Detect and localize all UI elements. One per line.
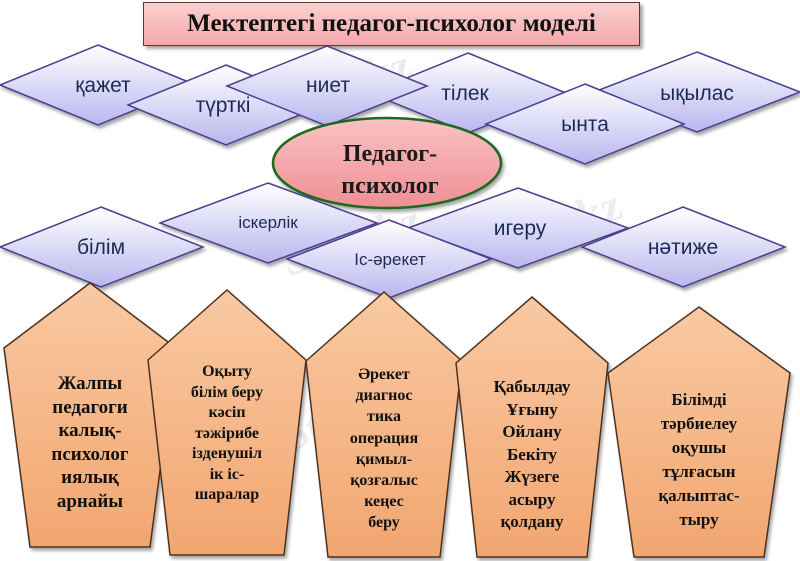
text-line: асыру [508, 489, 556, 509]
text-line: қалыптас- [658, 486, 740, 505]
text-line: кеңес [364, 493, 404, 511]
text-line: шаралар [194, 486, 260, 503]
text-line: Жүзеге [504, 467, 560, 486]
text-line: иялық [61, 467, 119, 488]
text-line: педагоги [52, 396, 128, 418]
text-line: операция [349, 429, 419, 447]
label-turtki: түрткі [195, 94, 251, 117]
text-line: тәжірибе [194, 424, 259, 442]
text-line: Жалпы [57, 373, 123, 394]
text-line: Білімді [671, 390, 727, 409]
text-line: беру [368, 514, 400, 532]
center-ellipse [271, 116, 503, 210]
text-line: қолдану [500, 512, 564, 531]
pentagon-1-text: Жалпы педагоги калық- психолог иялық арн… [10, 372, 170, 513]
text-line: тика [366, 408, 402, 426]
text-line: Бекіту [507, 444, 557, 464]
pentagon-1 [3, 282, 177, 548]
diagram-title: Мектептегі педагог-психолог моделі [143, 2, 640, 46]
label-tilek: тілек [441, 82, 489, 105]
label-is-areket: Іс-әрекет [354, 250, 426, 269]
label-natizhe: нәтиже [647, 236, 719, 259]
center-label: Педагог- психолог [300, 138, 480, 202]
text-line: Ойлану [502, 422, 562, 441]
label-iskerlik: іскерлік [238, 213, 298, 232]
text-line: психолог [51, 443, 129, 465]
text-line: қимыл- [355, 450, 413, 468]
pentagon-3 [305, 290, 463, 558]
text-line: Әрекет [358, 366, 410, 383]
diamond-bilim [0, 206, 206, 288]
text-line: калық- [58, 420, 122, 441]
text-line: Оқыту [202, 363, 252, 380]
label-bilim: білім [76, 236, 126, 259]
pentagon-5-text: Білімді тәрбиелеу оқушы тұлғасын қалыпта… [614, 388, 784, 532]
diamond-iskerlik [157, 182, 380, 264]
center-label-line: Педагог- [342, 141, 438, 167]
diamond-natizhe [579, 206, 788, 288]
pentagon-3-text: Әрекет диагнос тика операция қимыл- қозғ… [310, 364, 458, 534]
text-line: Қабылдау [493, 377, 571, 396]
text-line: диагнос [355, 387, 413, 405]
text-line: ізденушіл [192, 445, 262, 462]
label-ynta: ынта [561, 113, 609, 136]
diamond-ynta [483, 83, 687, 165]
pentagon-4 [455, 296, 609, 558]
text-line: тәрбиелеу [660, 414, 738, 433]
text-line: оқушы [671, 438, 727, 457]
text-line: ік іс- [209, 465, 245, 483]
label-niyet: ниет [306, 74, 350, 97]
label-yqylas: ықылас [660, 82, 734, 105]
pentagon-2 [147, 288, 307, 556]
label-kazhet: қажет [75, 74, 131, 97]
center-label-line: психолог [341, 173, 439, 199]
text-line: арнайы [56, 490, 124, 512]
pentagon-4-text: Қабылдау Ұғыну Ойлану Бекіту Жүзеге асыр… [458, 376, 606, 534]
text-line: Ұғыну [506, 399, 558, 419]
pentagon-5 [607, 306, 791, 558]
text-line: тыру [679, 510, 719, 529]
text-line: қозғалыс [350, 472, 418, 490]
text-line: білім беру [190, 383, 264, 401]
text-line: тұлғасын [662, 462, 736, 481]
pentagon-2-text: Оқыту білім беру кәсіп тәжірибе ізденуші… [152, 362, 302, 506]
text-line: кәсіп [208, 404, 246, 421]
label-igeru: игеру [493, 217, 547, 240]
